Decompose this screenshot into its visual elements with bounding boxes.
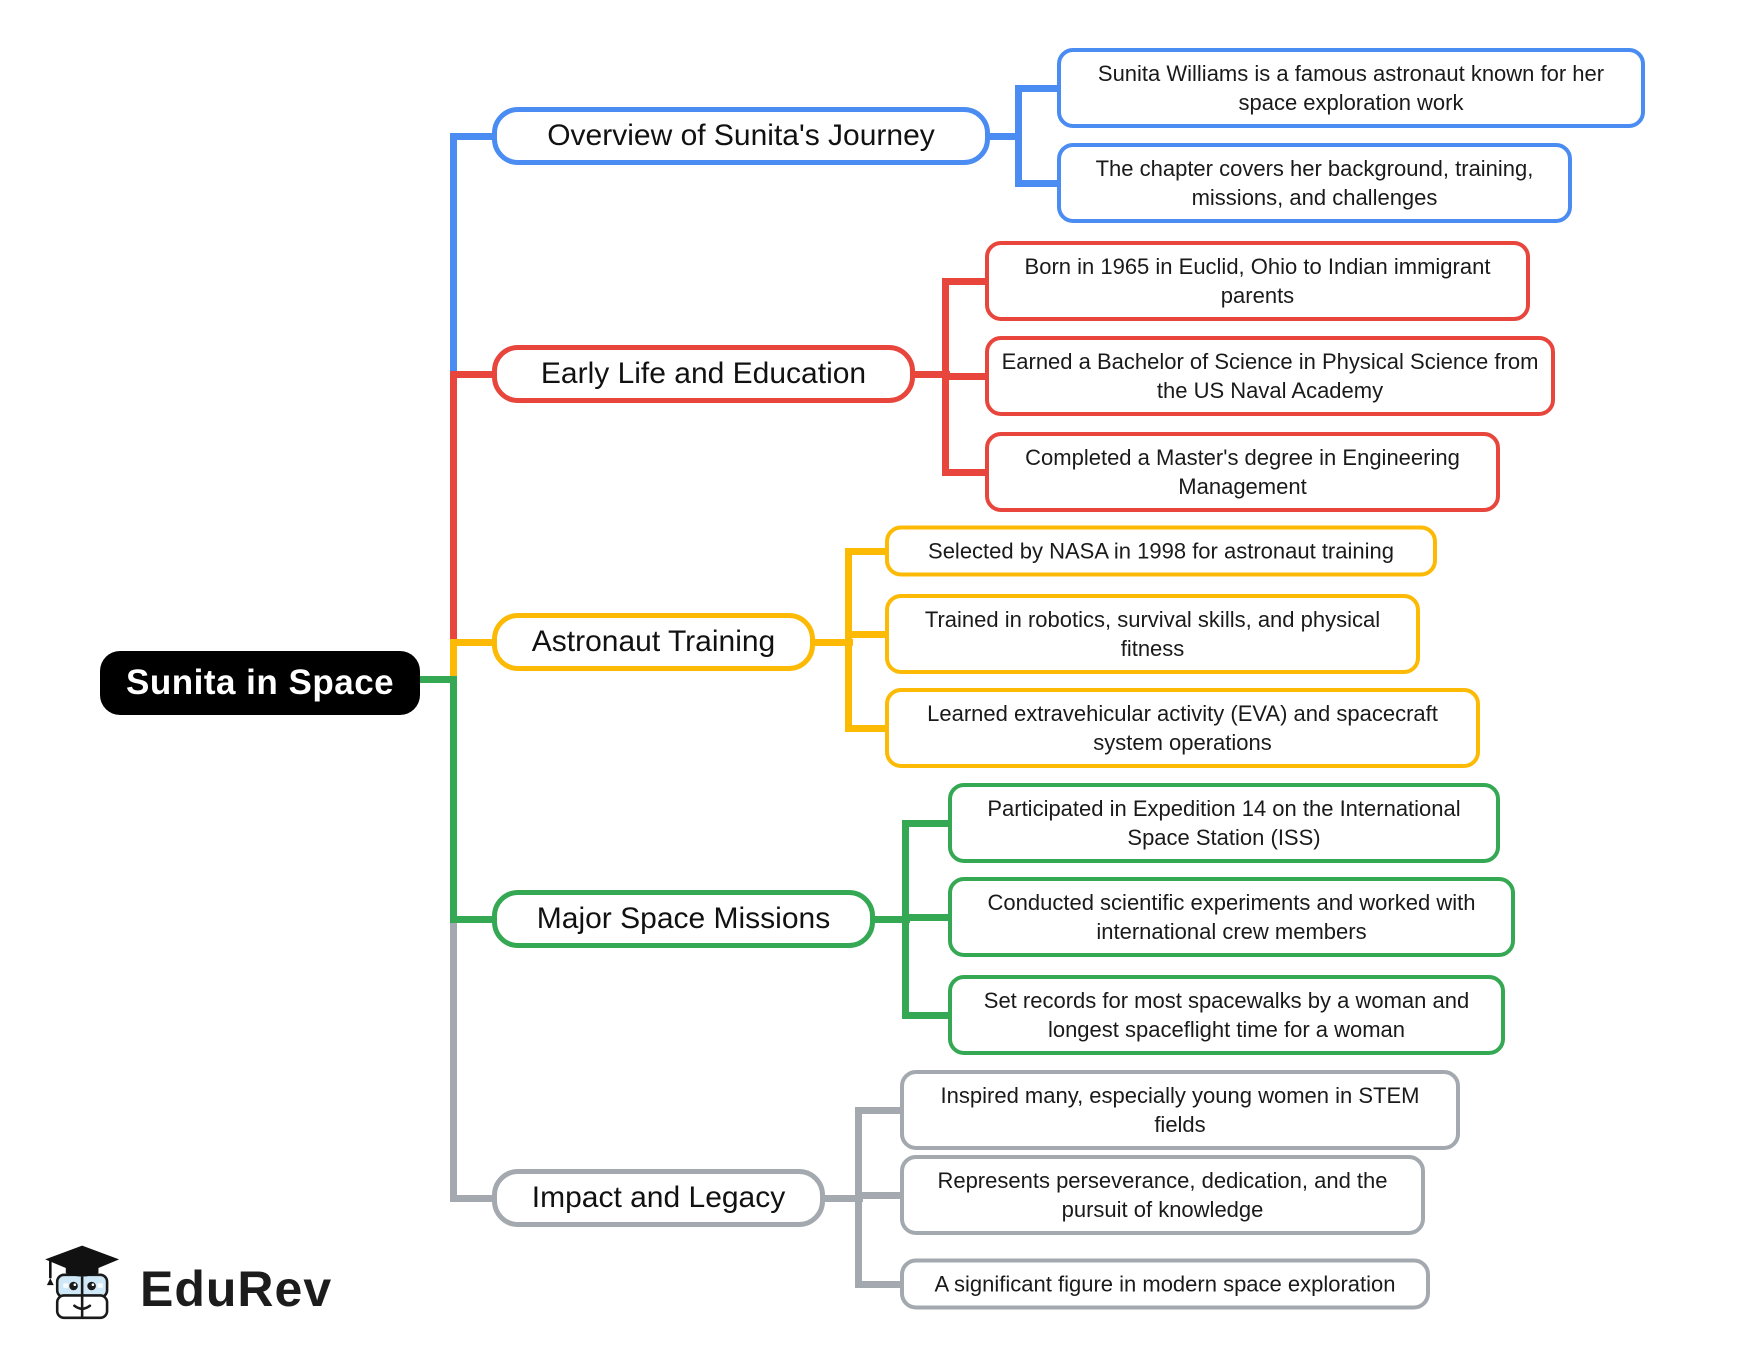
- connector-spine-gray: [450, 916, 457, 1202]
- topic-overview[interactable]: Overview of Sunita's Journey: [492, 107, 990, 165]
- leaf-early-life-1[interactable]: Born in 1965 in Euclid, Ohio to Indian i…: [985, 240, 1530, 322]
- topic-major-missions[interactable]: Major Space Missions: [492, 890, 875, 948]
- connector-b1-leaf1: [1015, 85, 1063, 92]
- connector-b3-spine: [845, 548, 852, 732]
- leaf-training-1[interactable]: Selected by NASA in 1998 for astronaut t…: [885, 525, 1437, 577]
- topic-astronaut-training[interactable]: Astronaut Training: [492, 613, 815, 671]
- connector-b4-leaf1: [902, 820, 955, 827]
- leaf-early-life-3[interactable]: Completed a Master's degree in Engineeri…: [985, 431, 1500, 513]
- connector-spine-red: [450, 371, 457, 645]
- edurev-mascot-icon: [40, 1238, 126, 1339]
- connector-b1-leaf2: [1015, 180, 1063, 187]
- topic-early-life[interactable]: Early Life and Education: [492, 345, 915, 403]
- connector-b3-leaf1: [845, 548, 893, 555]
- leaf-legacy-1[interactable]: Inspired many, especially young women in…: [900, 1069, 1460, 1151]
- connector-b5-leaf3: [855, 1281, 907, 1288]
- leaf-legacy-2[interactable]: Represents perseverance, dedication, and…: [900, 1154, 1425, 1236]
- connector-b2-leaf2: [942, 373, 992, 380]
- connector-b5-out: [815, 1195, 863, 1202]
- leaf-overview-2[interactable]: The chapter covers her background, train…: [1057, 142, 1572, 224]
- leaf-training-2[interactable]: Trained in robotics, survival skills, an…: [885, 593, 1420, 675]
- connector-spine-green: [450, 676, 457, 922]
- connector-topic5-stub: [450, 1195, 505, 1202]
- connector-spine-yellow: [450, 639, 457, 683]
- leaf-overview-1[interactable]: Sunita Williams is a famous astronaut kn…: [1057, 47, 1645, 129]
- leaf-legacy-3[interactable]: A significant figure in modern space exp…: [900, 1258, 1430, 1310]
- leaf-training-3[interactable]: Learned extravehicular activity (EVA) an…: [885, 687, 1480, 769]
- connector-b2-leaf1: [942, 278, 992, 285]
- connector-b4-leaf3: [902, 1012, 955, 1019]
- connector-b5-leaf2: [855, 1192, 907, 1199]
- topic-impact-legacy[interactable]: Impact and Legacy: [492, 1169, 825, 1227]
- connector-spine-blue: [450, 133, 457, 377]
- connector-b1-out: [980, 133, 1022, 140]
- connector-topic2-stub: [450, 371, 505, 378]
- connector-root-stub: [414, 676, 457, 683]
- connector-b4-leaf2: [902, 914, 955, 921]
- edurev-logo: EduRev: [40, 1238, 332, 1339]
- connector-b3-leaf2: [845, 631, 893, 638]
- connector-b3-out: [805, 639, 853, 646]
- root-node[interactable]: Sunita in Space: [100, 651, 421, 715]
- connector-b4-out: [865, 916, 910, 923]
- edurev-logo-text: EduRev: [140, 1260, 333, 1317]
- connector-topic4-stub: [450, 916, 505, 923]
- connector-b5-leaf1: [855, 1107, 907, 1114]
- leaf-missions-2[interactable]: Conducted scientific experiments and wor…: [948, 876, 1515, 958]
- connector-topic3-stub: [450, 639, 505, 646]
- connector-b1-spine: [1015, 85, 1022, 187]
- connector-b2-leaf3: [942, 469, 992, 476]
- connector-b3-leaf3: [845, 725, 893, 732]
- leaf-early-life-2[interactable]: Earned a Bachelor of Science in Physical…: [985, 335, 1555, 417]
- leaf-missions-3[interactable]: Set records for most spacewalks by a wom…: [948, 974, 1505, 1056]
- connector-b2-out: [905, 371, 950, 378]
- connector-topic1-stub: [450, 133, 505, 140]
- leaf-missions-1[interactable]: Participated in Expedition 14 on the Int…: [948, 782, 1500, 864]
